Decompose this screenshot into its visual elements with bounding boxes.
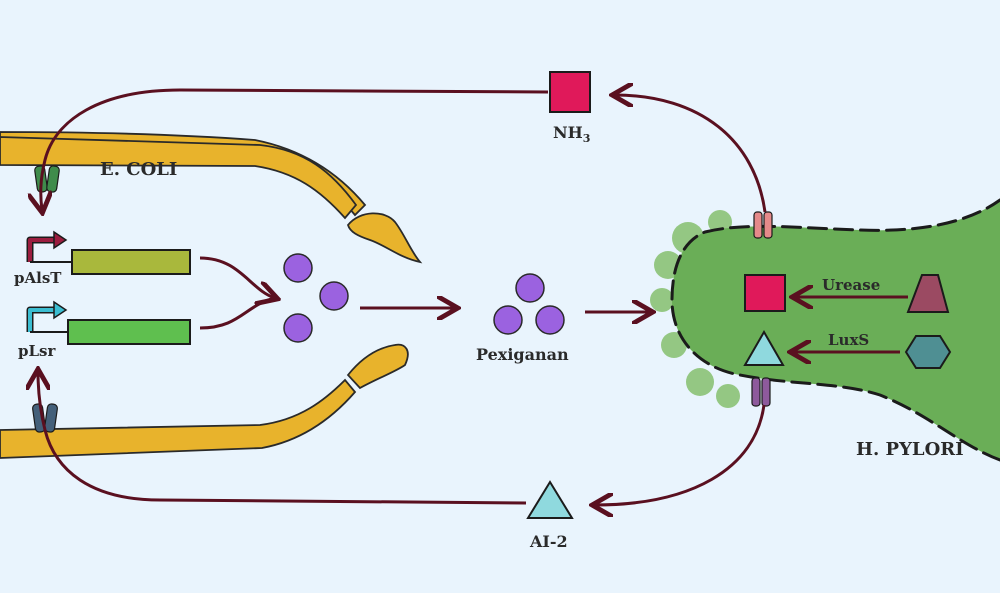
pexiganan-intracellular (283, 253, 349, 343)
nh3-to-ecoli-arrow (41, 88, 549, 210)
ai2-to-ecoli-arrow (38, 372, 527, 505)
pexiganan-molecule (283, 253, 313, 283)
palst-promoter-icon (26, 230, 68, 262)
ecoli-label: E. COLI (100, 159, 177, 180)
ecoli-bottom-membrane (0, 378, 357, 459)
urease-trapezoid-icon (906, 274, 950, 313)
plsr-promoter-icon (26, 300, 68, 332)
ecoli-cell (0, 131, 423, 459)
pexiganan-molecule (283, 313, 313, 343)
nh3-intracellular-square-icon (744, 274, 786, 312)
hpylori-body (672, 200, 1000, 460)
pexiganan-molecule (493, 305, 523, 335)
pexiganan-molecule (515, 273, 545, 303)
ai2-label: AI-2 (529, 532, 568, 551)
ecoli-top-membrane (0, 136, 358, 220)
plsr-label: pLsr (18, 342, 56, 360)
hpylori-cell (650, 198, 1000, 462)
ecoli-top-membrane-fragment (347, 212, 423, 264)
urease-label: Urease (822, 276, 880, 294)
luxs-label: LuxS (828, 331, 869, 349)
plsr-gene (67, 319, 191, 345)
hpylori-fuzz (650, 210, 740, 408)
palst-to-pexiganan-arrow (199, 256, 275, 298)
luxs-hexagon-icon (904, 335, 952, 369)
palst-gene (71, 249, 191, 275)
nh3-label: NH3 (553, 123, 590, 145)
nh3-square-icon (549, 71, 591, 113)
pexiganan-molecule (319, 281, 349, 311)
nh3-release-arrow (615, 95, 767, 213)
hpylori-membrane (670, 198, 1000, 462)
pexiganan-label: Pexiganan (476, 345, 569, 364)
ai2-triangle-icon (526, 480, 574, 519)
ai2-intracellular-triangle-icon (743, 329, 785, 366)
pexiganan-molecule (535, 305, 565, 335)
hpylori-bottom-channel (751, 377, 771, 407)
plsr-to-pexiganan-arrow (199, 296, 276, 330)
ecoli-bottom-membrane-fragment (346, 343, 409, 390)
pexiganan-extracellular (493, 273, 565, 335)
ai2-release-arrow (595, 404, 766, 505)
hpylori-top-channel (753, 211, 773, 239)
palst-label: pAlsT (14, 269, 62, 287)
hpylori-label: H. PYLORI (856, 439, 964, 460)
ecoli-top-channel (34, 165, 60, 193)
